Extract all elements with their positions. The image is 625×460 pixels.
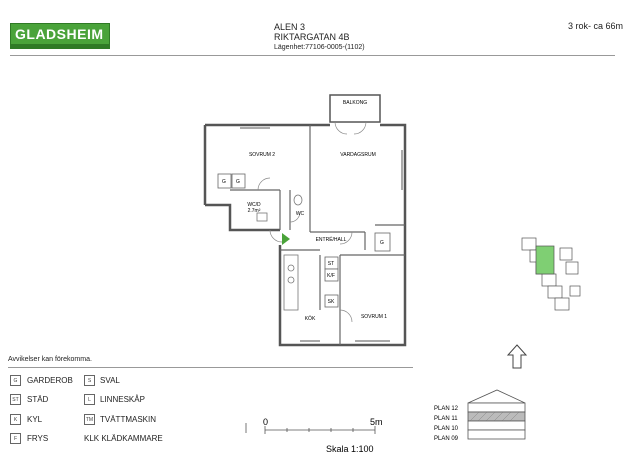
legend-rule xyxy=(8,367,413,368)
label-living: VARDAGSRUM xyxy=(340,152,375,158)
floor-label-10: PLAN 10 xyxy=(434,426,459,432)
windows xyxy=(240,127,403,342)
north-arrow-icon xyxy=(506,344,528,369)
apartment-id: Lägenhet:77106-0005-(1102) xyxy=(274,44,365,51)
closets xyxy=(217,173,391,308)
label-bedroom1: SOVRUM 1 xyxy=(361,314,387,320)
legend-key-s: S xyxy=(84,375,95,386)
label-wc-area: 2.7m² xyxy=(248,208,261,214)
floor-label-11: PLAN 11 xyxy=(434,416,458,422)
legend-key-g: G xyxy=(10,375,21,386)
interior-walls xyxy=(230,125,405,345)
scale-zero: 0 xyxy=(263,417,268,427)
gladsheim-logo: GLADSHEIM xyxy=(10,23,110,45)
label-sk: SK xyxy=(328,299,335,305)
legend-key-f: F xyxy=(10,433,21,444)
label-st: ST xyxy=(328,261,334,267)
label-wc: WC/D xyxy=(247,202,261,208)
legend-label-s: SVAL xyxy=(100,376,120,385)
toilet xyxy=(256,194,303,222)
label-kitchen: KÖK xyxy=(305,315,316,322)
legend-label-g: GARDEROB xyxy=(27,376,73,385)
floor-hatch xyxy=(469,411,520,422)
legend-key-l: L xyxy=(84,394,95,405)
key-plan xyxy=(521,237,581,311)
label-kf: K/F xyxy=(327,273,335,279)
entrance-marker xyxy=(282,233,290,245)
key-plan-highlight xyxy=(535,245,555,275)
legend-label-st: STÄD xyxy=(27,395,49,404)
legend-key-tm: TM xyxy=(84,414,95,425)
legend-label-f: FRYS xyxy=(27,434,49,443)
label-g1: G xyxy=(222,179,226,185)
legend-key-k: K xyxy=(10,414,21,425)
legend-label-l: LINNESKÅP xyxy=(100,395,145,404)
label-g-closet: G xyxy=(380,240,384,246)
legend-label-klk: KLK KLÄDKAMMARE xyxy=(84,434,163,443)
label-bedroom2: SOVRUM 2 xyxy=(249,152,275,158)
logo-underline xyxy=(10,45,110,49)
legend-key-st: ST xyxy=(10,394,21,405)
scale-label: Skala 1:100 xyxy=(326,444,374,454)
floor-label-12: PLAN 12 xyxy=(434,406,459,412)
logo-text: GLADSHEIM xyxy=(15,26,104,42)
property-name: ALEN 3 xyxy=(274,22,306,32)
floor-label-09: PLAN 09 xyxy=(434,436,459,442)
kitchen-counter xyxy=(283,254,299,311)
scale-max: 5m xyxy=(370,417,383,427)
apartment-size: 3 rok- ca 66m xyxy=(568,21,624,31)
legend-label-tm: TVÄTTMASKIN xyxy=(100,415,157,424)
label-wc-small: WC xyxy=(296,211,305,217)
floor-stack xyxy=(467,389,526,440)
exterior-walls xyxy=(203,94,407,347)
label-balcony: BALKONG xyxy=(343,100,367,106)
label-g2: G xyxy=(236,179,240,185)
scale-bar xyxy=(245,423,376,434)
door-swings xyxy=(257,121,367,323)
header-rule xyxy=(10,55,615,56)
label-entrance: ENTRÉ/HALL xyxy=(316,236,347,243)
disclaimer: Avvikelser kan förekomma. xyxy=(8,356,92,363)
legend-label-k: KYL xyxy=(27,415,43,424)
street-address: RIKTARGATAN 4B xyxy=(274,32,350,42)
